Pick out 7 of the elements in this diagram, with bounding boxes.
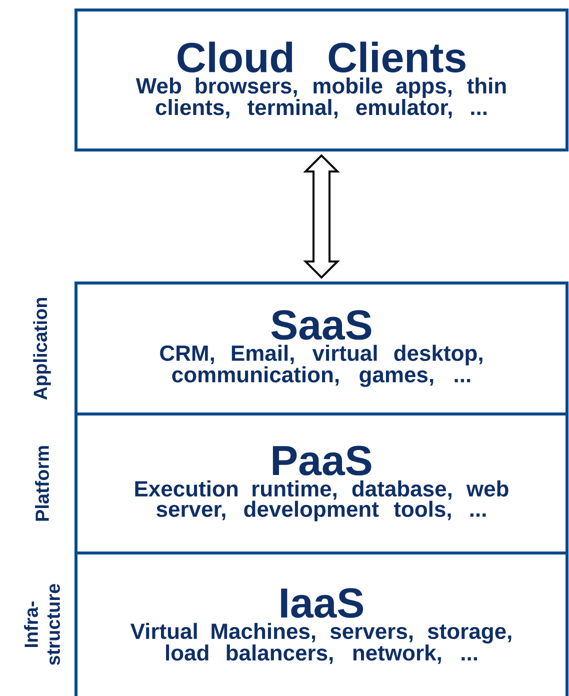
layer-box: Cloud Clients Web browsers, mobile apps, thin clients, terminal, emulator, ... bbox=[74, 8, 568, 152]
side-label: Platform bbox=[35, 446, 49, 521]
side-label: Infra- structure bbox=[24, 584, 60, 665]
side-label: Application bbox=[33, 298, 51, 400]
layer-box: IaaS Virtual Machines, servers, storage, load balancers, network, ... bbox=[74, 552, 568, 696]
layer-box: PaaS Execution runtime, database, web server, development tools, ... bbox=[74, 412, 568, 554]
layer-box: SaaS CRM, Email, virtual desktop, communication, games, ... bbox=[74, 282, 568, 416]
